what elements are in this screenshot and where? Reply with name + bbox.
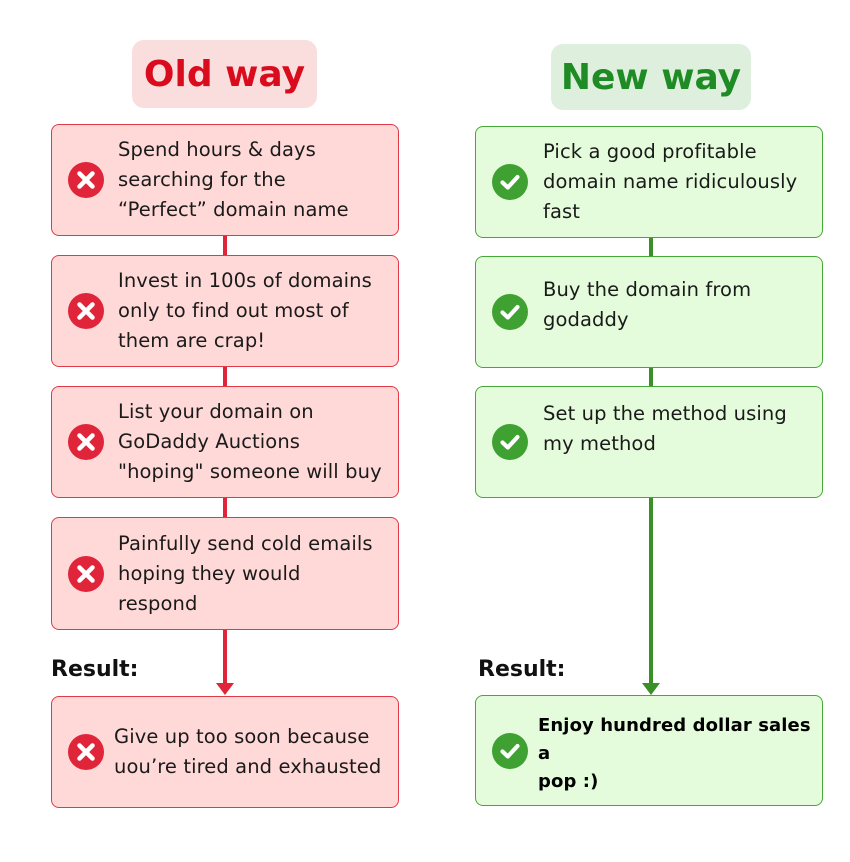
new-connector-2: [649, 367, 653, 387]
new-connector-1: [649, 237, 653, 257]
new-step-3: Set up the method using my method: [475, 386, 823, 498]
error-x-icon: [68, 162, 104, 198]
old-result-text: Give up too soon because uou’re tired an…: [114, 725, 382, 778]
old-result: Give up too soon because uou’re tired an…: [51, 696, 399, 808]
error-x-icon: [68, 734, 104, 770]
old-step-2-text: Invest in 100s of domains only to find o…: [118, 269, 372, 352]
error-x-icon: [68, 293, 104, 329]
old-connector-1: [223, 235, 227, 256]
old-result-arrow: [216, 629, 234, 695]
old-step-4-text: Painfully send cold emails hoping they w…: [118, 531, 373, 615]
old-way-title: Old way: [132, 40, 317, 108]
new-step-3-text: Set up the method using my method: [543, 401, 787, 455]
old-step-4: Painfully send cold emails hoping they w…: [51, 517, 399, 630]
old-step-3-text: List your domain on GoDaddy Auctions "ho…: [118, 400, 382, 483]
new-result-label: Result:: [478, 657, 566, 682]
check-icon: [492, 424, 528, 460]
old-step-3: List your domain on GoDaddy Auctions "ho…: [51, 386, 399, 498]
new-step-2-text: Buy the domain from godaddy: [543, 278, 752, 332]
new-step-1-text: Pick a good profitable domain name ridic…: [543, 140, 798, 223]
old-step-2: Invest in 100s of domains only to find o…: [51, 255, 399, 367]
check-icon: [492, 294, 528, 330]
new-result-text: Enjoy hundred dollar sales a pop :): [538, 714, 811, 792]
new-result: Enjoy hundred dollar sales a pop :): [475, 695, 823, 806]
new-way-title: New way: [551, 44, 751, 110]
error-x-icon: [68, 424, 104, 460]
new-step-2: Buy the domain from godaddy: [475, 256, 823, 368]
old-step-1-text: Spend hours & days searching for the “Pe…: [118, 138, 349, 221]
check-icon: [492, 732, 528, 769]
check-icon: [492, 164, 528, 200]
old-connector-3: [223, 497, 227, 518]
old-connector-2: [223, 366, 227, 387]
error-x-icon: [68, 555, 104, 592]
old-result-label: Result:: [51, 657, 139, 682]
old-step-1: Spend hours & days searching for the “Pe…: [51, 124, 399, 236]
new-step-1: Pick a good profitable domain name ridic…: [475, 126, 823, 238]
new-result-arrow: [642, 497, 660, 695]
